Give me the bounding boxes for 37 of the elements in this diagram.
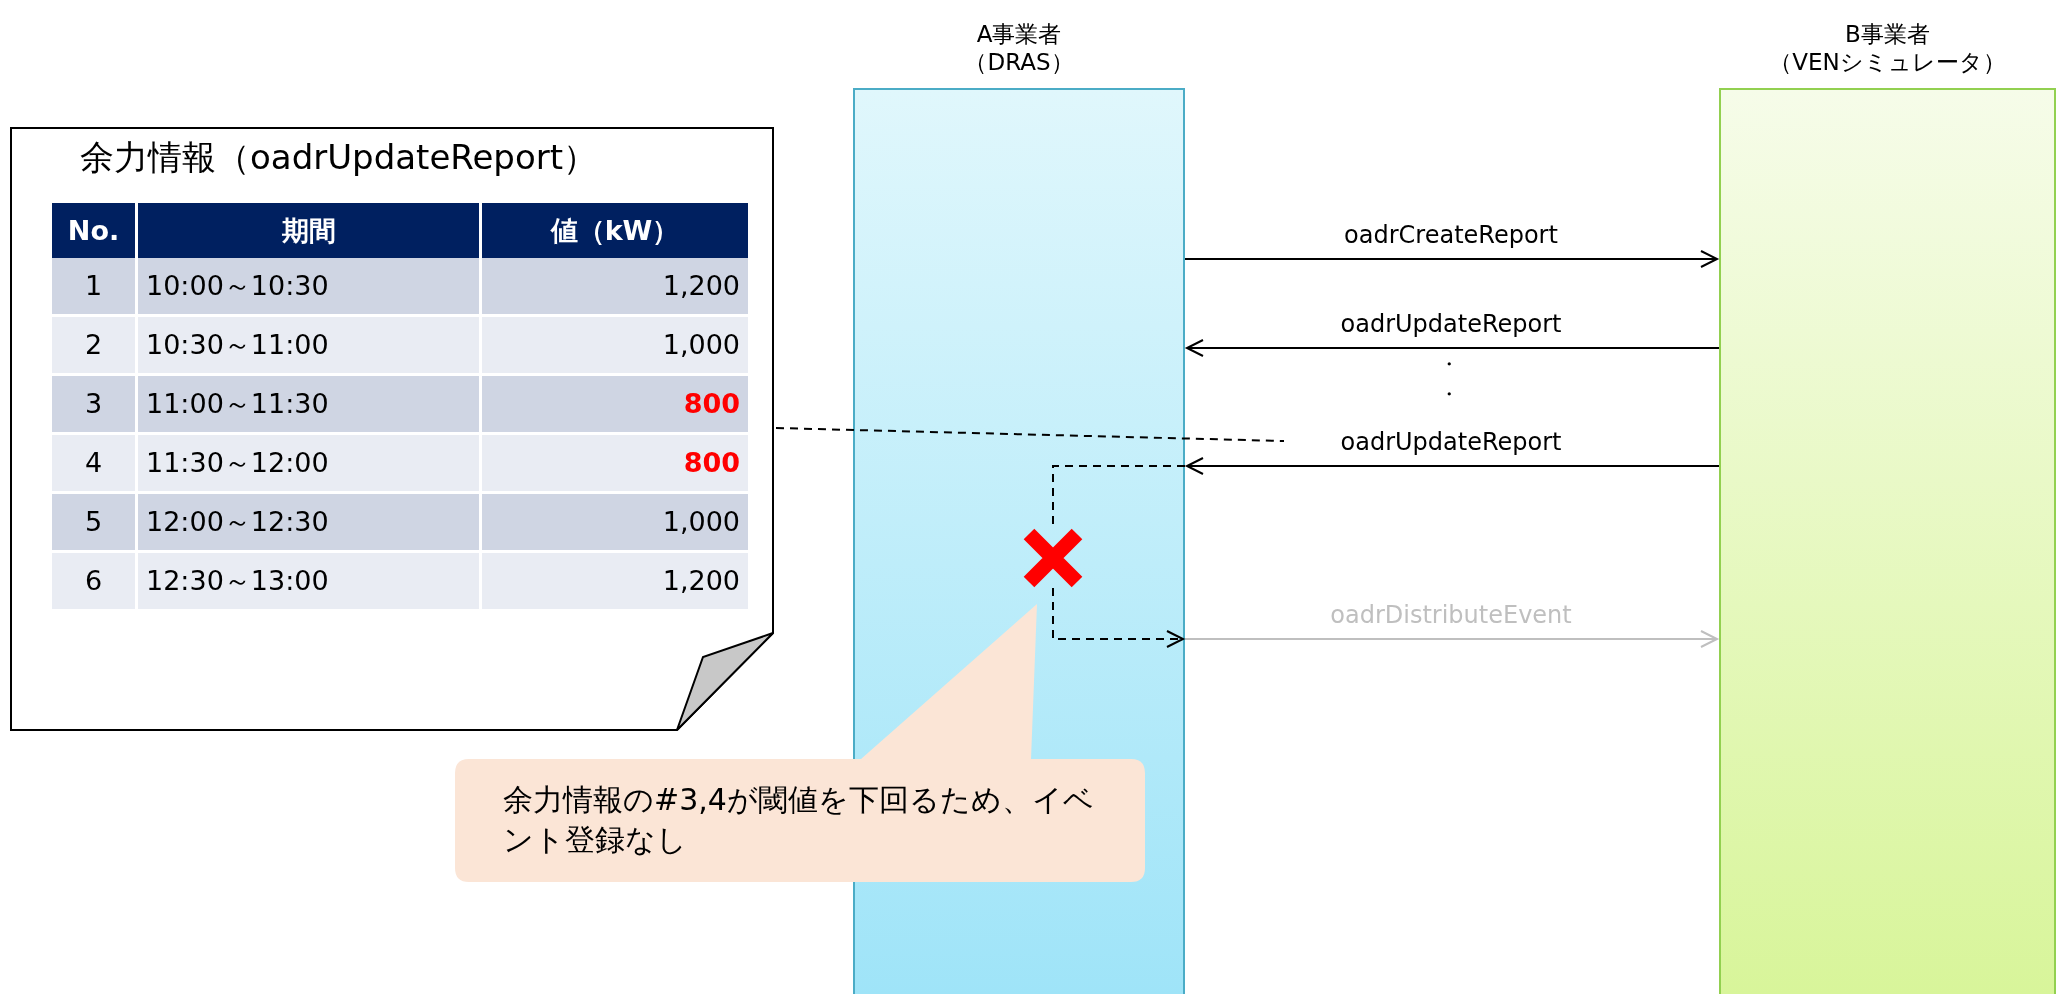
arrow	[1186, 457, 1720, 475]
table-cell: 1,000	[482, 317, 748, 373]
table-cell: 5	[52, 494, 135, 550]
table-cell: 4	[52, 435, 135, 491]
leader-line	[775, 427, 1285, 442]
table-cell: 12:30～13:00	[138, 553, 479, 609]
arrow	[1184, 250, 1718, 268]
table-cell: 1,000	[482, 494, 748, 550]
table-header-cell: 期間	[138, 203, 479, 258]
arrow	[1186, 339, 1720, 357]
edge-label: oadrDistributeEvent	[1329, 600, 1573, 631]
edge-label: oadrUpdateReport	[1339, 427, 1563, 458]
table-cell: 800	[482, 376, 748, 432]
table-cell: 2	[52, 317, 135, 373]
edge-label: oadrUpdateReport	[1339, 309, 1563, 340]
table-cell: 11:00～11:30	[138, 376, 479, 432]
lifeline-header: B事業者 （VENシミュレータ）	[1768, 20, 2007, 76]
table-header-cell: 値（kW）	[482, 203, 748, 258]
table-cell: 1,200	[482, 258, 748, 314]
ellipsis-dot: ・	[1438, 351, 1460, 378]
table-header-cell: No.	[52, 203, 135, 258]
table-cell: 3	[52, 376, 135, 432]
arrow	[1052, 587, 1184, 648]
table-cell: 10:30～11:00	[138, 317, 479, 373]
callout-text: 余力情報の#3,4が閾値を下回るため、イベント登録なし	[503, 781, 1095, 859]
ellipsis-dot: ・	[1438, 381, 1460, 408]
document-title: 余力情報（oadrUpdateReport）	[80, 136, 598, 179]
arrow	[1184, 630, 1718, 648]
lifeline-header: A事業者 （DRAS）	[963, 20, 1075, 76]
table-cell: 12:00～12:30	[138, 494, 479, 550]
table-cell: 11:30～12:00	[138, 435, 479, 491]
edge-label: oadrCreateReport	[1343, 220, 1559, 251]
table-cell: 6	[52, 553, 135, 609]
table-cell: 800	[482, 435, 748, 491]
table-cell: 10:00～10:30	[138, 258, 479, 314]
table-cell: 1,200	[482, 553, 748, 609]
table-cell: 1	[52, 258, 135, 314]
